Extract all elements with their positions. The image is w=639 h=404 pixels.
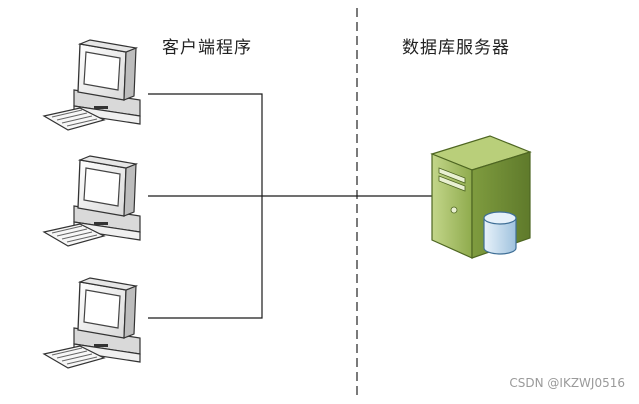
csdn-watermark: CSDN @IKZWJ0516	[509, 376, 625, 390]
client-computer-2	[42, 155, 141, 247]
client-computer-1	[42, 39, 141, 131]
client-computer-3	[42, 277, 141, 369]
connection-lines	[148, 93, 434, 319]
database-server-title: 数据库服务器	[402, 38, 510, 58]
database-server	[430, 135, 532, 259]
connection-line-client-1	[148, 93, 263, 196]
client-program-title: 客户端程序	[162, 38, 252, 58]
desktop-computer-icon	[42, 39, 141, 131]
connection-line-client-3	[148, 196, 263, 319]
database-server-icon	[430, 135, 532, 259]
desktop-computer-icon	[42, 155, 141, 247]
database-cylinder	[483, 211, 517, 255]
desktop-computer-icon	[42, 277, 141, 369]
